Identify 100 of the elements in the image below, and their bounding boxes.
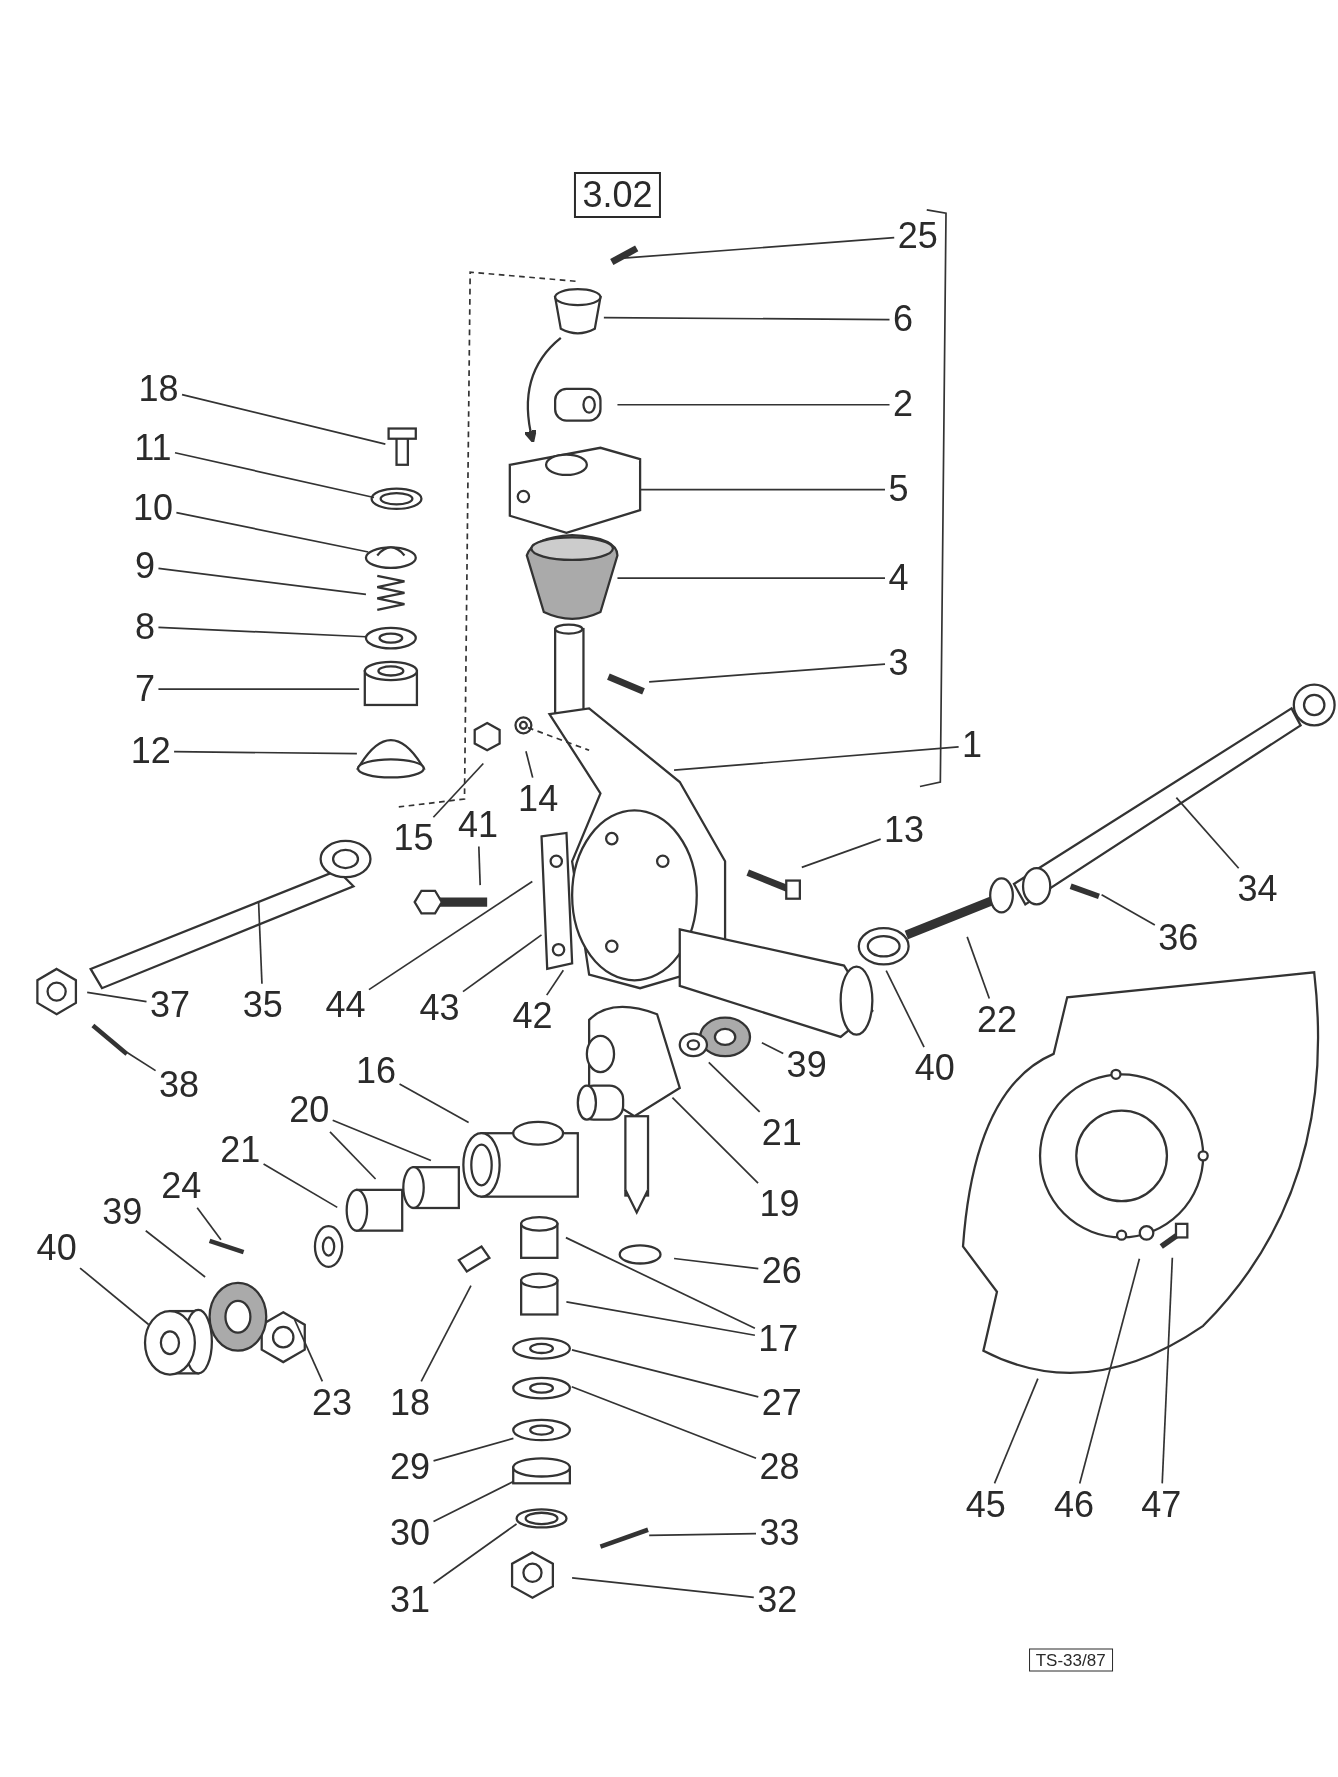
leader-line [673,746,960,772]
callout-number: 8 [135,608,156,645]
leader-line [622,236,896,259]
callout-number: 11 [134,429,172,466]
callout-number: 31 [390,1581,431,1618]
leader-line [398,1083,470,1124]
leader-line [648,1532,757,1537]
callout-number: 23 [311,1384,352,1421]
callout-number: 28 [759,1449,800,1486]
leader-line [144,1229,206,1278]
callout-number: 3 [888,644,909,681]
callout-number: 34 [1237,871,1278,908]
leader-line [966,936,991,1000]
callout-number: 30 [390,1514,431,1551]
callout-number: 16 [356,1052,397,1089]
leader-line [293,1318,324,1383]
leader-line [420,1284,472,1383]
leader-line [79,1267,150,1326]
leader-line [565,1301,756,1337]
callout-number: 5 [888,471,909,508]
leader-line [86,991,148,1003]
callout-number: 40 [914,1050,955,1087]
leader-line [1100,893,1156,926]
leader-line [432,762,485,819]
callout-number: 33 [759,1514,800,1551]
leader-line [157,567,367,596]
leader-line [257,900,263,985]
leader-line [761,1042,785,1055]
callout-number: 38 [159,1067,199,1104]
leader-line [571,1349,760,1398]
callout-number: 29 [390,1449,431,1486]
leader-line [565,1236,756,1330]
callout-number: 4 [888,559,909,596]
leader-line [462,934,543,993]
leader-line [800,838,882,869]
callout-number: 39 [102,1194,143,1231]
callout-number: 15 [393,820,434,857]
leader-line [616,403,891,406]
callout-number: 21 [761,1114,802,1151]
leader-line [673,1257,760,1270]
callout-number: 41 [458,806,499,843]
leader-line [173,750,358,755]
callout-number: 39 [786,1046,827,1083]
leader-line [639,488,886,491]
leader-line [174,451,375,499]
callout-number: 47 [1141,1486,1182,1523]
leader-line [331,1119,432,1162]
callout-number: 13 [884,812,925,849]
callout-number: 43 [419,990,460,1027]
leader-line [126,1051,157,1072]
leader-line [196,1207,222,1241]
leader-line [329,1131,377,1180]
leader-line [571,1577,755,1599]
callout-number: 46 [1054,1486,1095,1523]
leader-line [616,577,886,579]
leader-line [525,750,534,779]
callout-number: 9 [135,548,156,585]
section-number-box: 3.02 [574,171,661,218]
leader-line [671,1096,759,1185]
callout-number: 18 [390,1384,431,1421]
leader-line [648,663,886,683]
leader-line [477,845,482,886]
callout-number: 12 [130,733,171,770]
leader-line [432,1480,515,1523]
leader-line [1161,1257,1174,1485]
leader-line [262,1163,339,1209]
leader-line [157,688,360,690]
leader-line [993,1377,1039,1485]
callout-number: 35 [242,986,283,1023]
callout-number: 6 [892,301,913,338]
leader-line [570,1385,757,1460]
leader-line [181,393,387,446]
callout-number: 10 [132,489,173,526]
callout-number: 37 [149,986,190,1023]
callout-number: 42 [512,998,553,1035]
leader-line [603,316,891,321]
callout-number: 22 [976,1001,1017,1038]
callout-number: 25 [897,217,938,254]
callout-number: 27 [761,1384,802,1421]
leader-line [1175,796,1240,870]
leader-line [545,969,565,996]
leader-line [885,969,925,1049]
callout-number: 1 [962,727,983,764]
leader-line [707,1061,761,1113]
leader-line [175,511,370,553]
leader-line [432,1437,515,1462]
leader-line [157,626,367,638]
leader-line [368,880,534,991]
callout-number: 24 [161,1168,202,1205]
callout-number: 19 [759,1186,800,1223]
callout-number: 18 [138,370,179,407]
callout-number: 32 [757,1581,798,1618]
leader-line [1078,1257,1141,1485]
callout-number: 44 [325,986,366,1023]
callout-number: 26 [761,1253,802,1290]
leader-line [432,1523,518,1585]
callout-number: 21 [220,1131,261,1168]
callout-number: 36 [1158,920,1199,957]
callout-number: 7 [135,670,156,707]
callout-number: 45 [965,1486,1006,1523]
